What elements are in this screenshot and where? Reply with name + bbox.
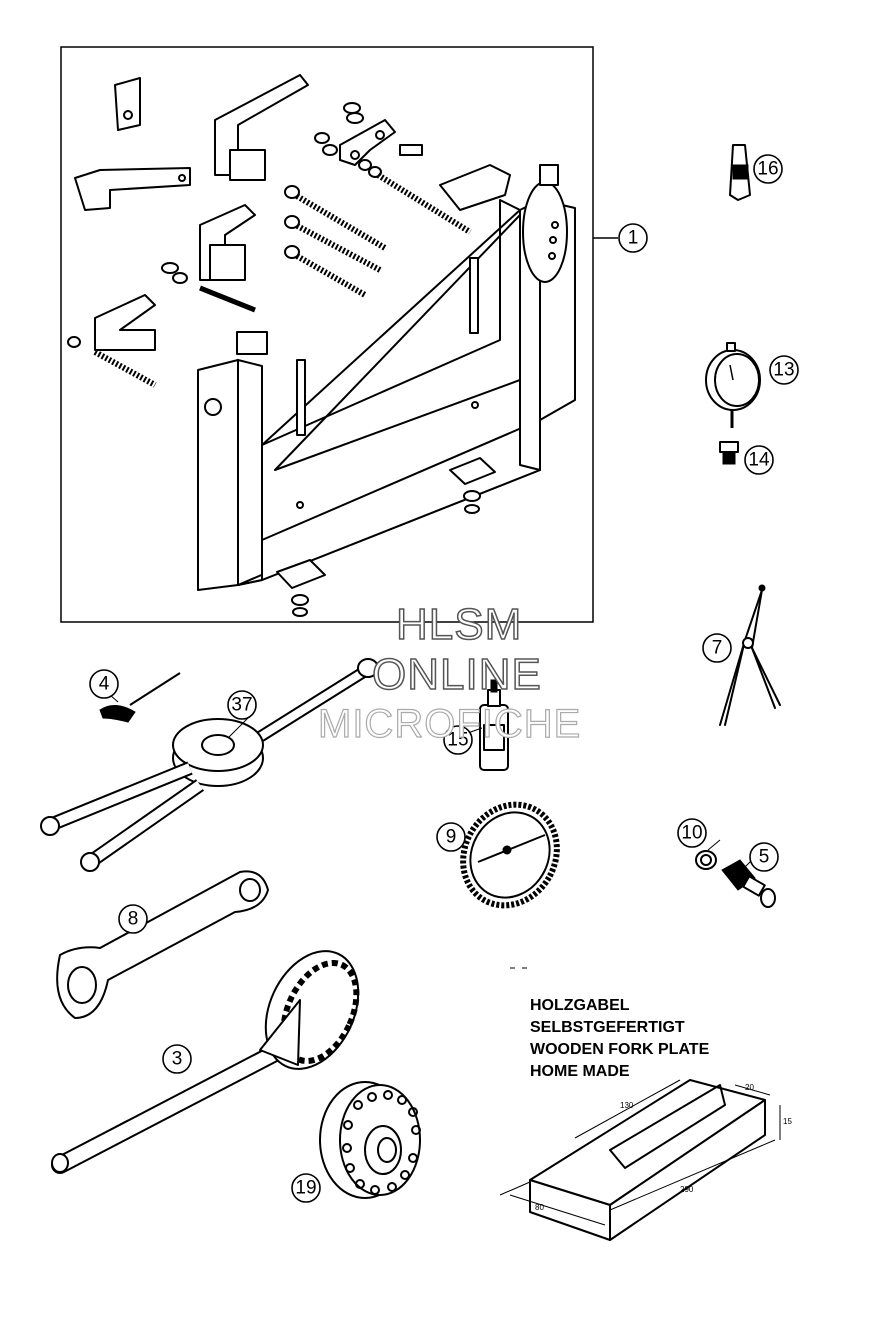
part-14-adapter	[719, 441, 739, 465]
note-line-2: SELBSTGEFERTIGT	[530, 1019, 685, 1036]
callout-16: 16	[753, 154, 783, 184]
part-5-plug	[721, 859, 776, 908]
callout-1: 1	[618, 223, 648, 253]
part-13-dial-gauge	[705, 342, 761, 428]
part-8-wrench	[56, 870, 269, 1019]
svg-text:3: 3	[172, 1049, 183, 1070]
svg-text:5: 5	[759, 847, 770, 868]
svg-text:15: 15	[447, 730, 468, 751]
callout-15: 15	[443, 725, 473, 755]
svg-text:10: 10	[681, 823, 702, 844]
callout-13: 13	[769, 355, 799, 385]
callout-4: 4	[89, 669, 119, 699]
kit-frame-box	[60, 46, 594, 623]
part-4-tool	[99, 672, 181, 723]
callout-9: 9	[436, 822, 466, 852]
svg-text:8: 8	[128, 909, 139, 930]
part-10-sleeve	[695, 850, 717, 870]
callout-8: 8	[118, 904, 148, 934]
note-line-3: WOODEN FORK PLATE	[530, 1041, 710, 1058]
dim-20: 20	[745, 1083, 754, 1092]
callout-10: 10	[677, 818, 707, 848]
part-16-bit	[729, 144, 751, 201]
dim-290: 290	[680, 1185, 694, 1194]
svg-text:7: 7	[712, 638, 723, 659]
callout-14: 14	[744, 445, 774, 475]
svg-text:16: 16	[757, 159, 778, 180]
part-19-hub	[319, 1081, 421, 1199]
part-15-bottle	[479, 679, 509, 771]
svg-text:14: 14	[748, 450, 770, 471]
part-9-gear-disc	[460, 801, 560, 909]
svg-text:9: 9	[446, 827, 457, 848]
bracket-parts	[67, 74, 472, 388]
svg-text:13: 13	[773, 360, 794, 381]
note-line-1: HOLZGABEL	[530, 997, 630, 1014]
part-7-circlip-pliers	[719, 584, 781, 726]
callout-37: 37	[227, 690, 257, 720]
dim-15: 15	[783, 1117, 792, 1126]
watermark-line-3: MICROFICHE	[317, 701, 582, 746]
part-3-holder	[51, 950, 360, 1174]
note-line-4: HOME MADE	[530, 1063, 630, 1080]
svg-text:19: 19	[295, 1178, 316, 1199]
wooden-fork-plate: 130 20 15 290 80	[499, 1079, 792, 1241]
callout-3: 3	[162, 1044, 192, 1074]
callout-7: 7	[702, 633, 732, 663]
svg-text:37: 37	[231, 695, 252, 716]
engine-stand-part	[197, 164, 576, 617]
callout-5: 5	[749, 842, 779, 872]
watermark-line-2: ONLINE	[371, 649, 542, 700]
svg-text:1: 1	[628, 228, 639, 249]
dim-80: 80	[535, 1203, 544, 1212]
dim-130: 130	[620, 1101, 634, 1110]
callout-19: 19	[291, 1173, 321, 1203]
svg-text:4: 4	[99, 674, 110, 695]
part-37-puller	[40, 658, 379, 872]
watermark-line-1: HLSM	[395, 599, 523, 650]
wooden-fork-note: HOLZGABEL SELBSTGEFERTIGT WOODEN FORK PL…	[530, 995, 709, 1083]
